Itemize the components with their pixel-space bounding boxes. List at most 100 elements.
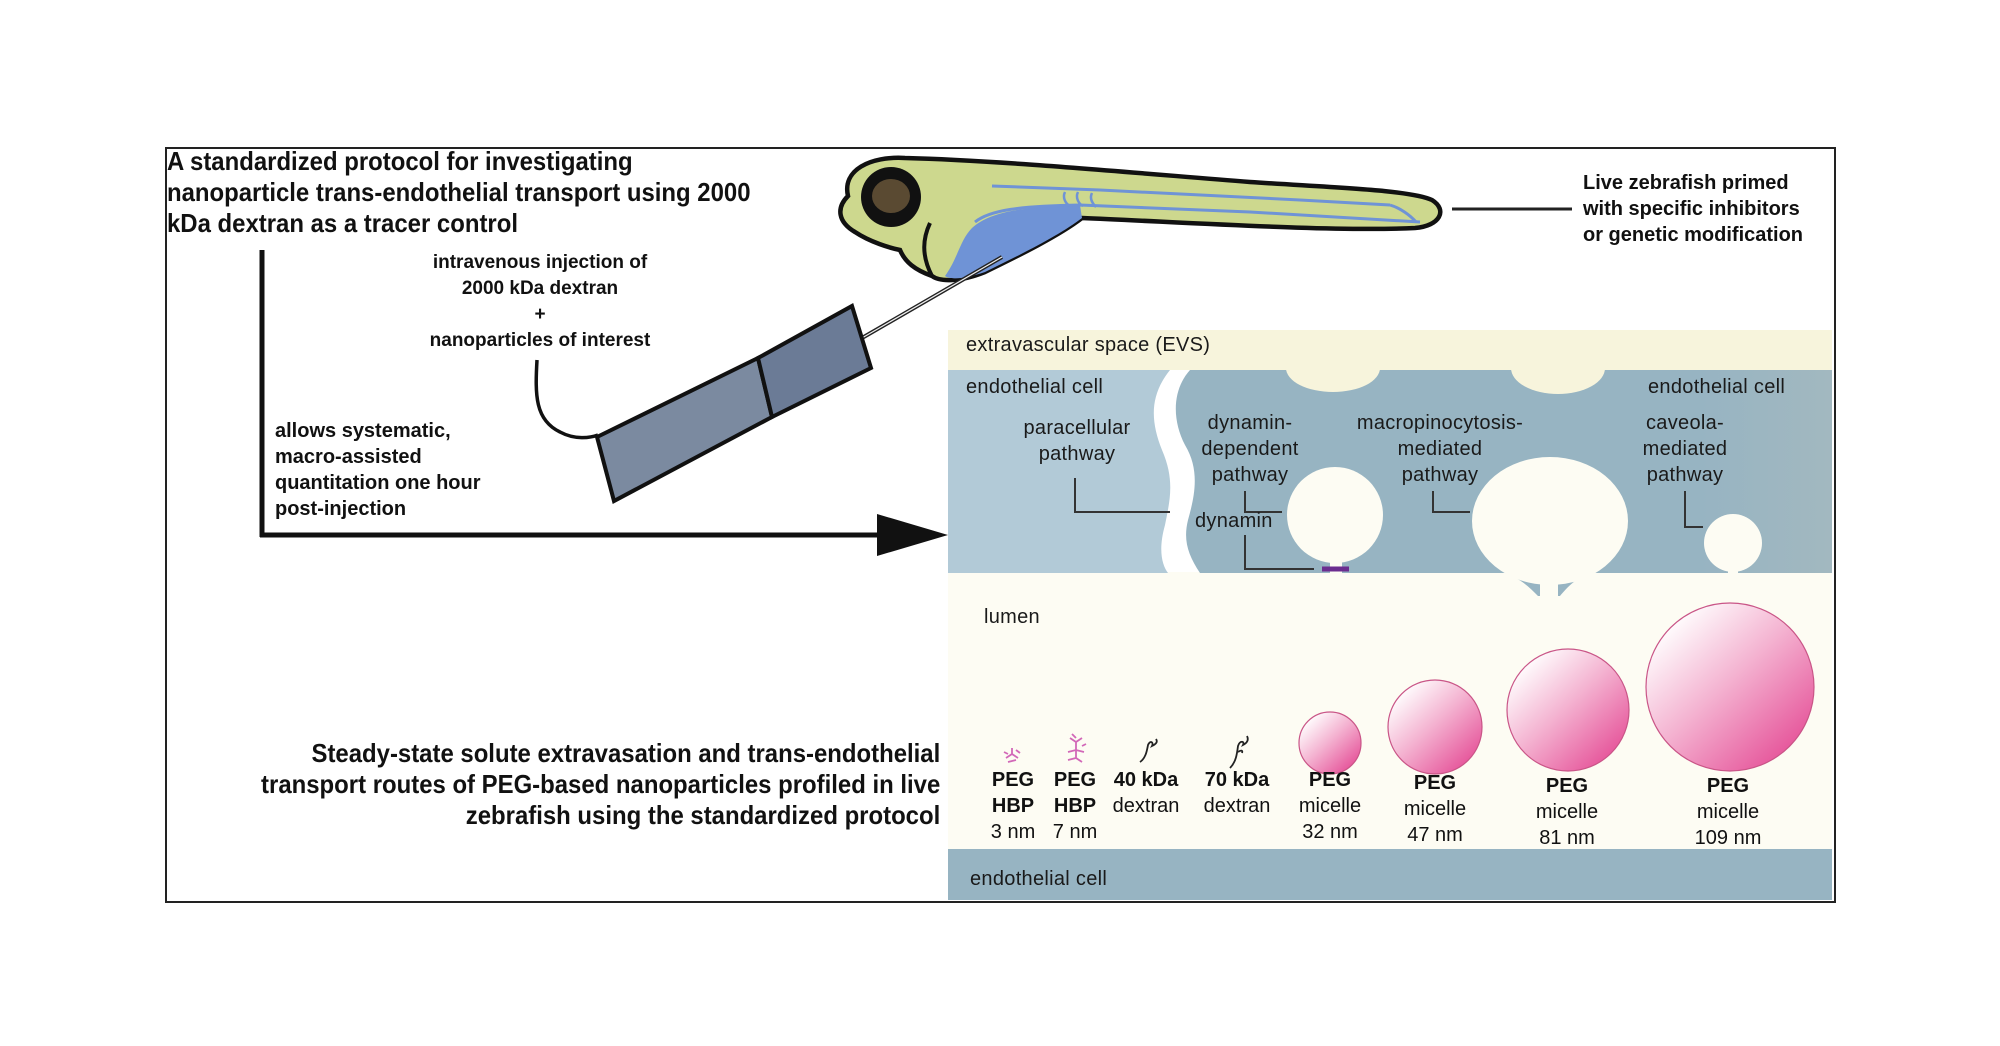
particle-size: 81 nm (1539, 827, 1595, 849)
injection-label-line: intravenous injection of (432, 252, 648, 273)
title-line: kDa dextran as a tracer control (167, 208, 518, 238)
pathway-label-line: caveola- (1646, 412, 1724, 434)
particle-type: HBP (991, 795, 1035, 817)
particle-type: HBP (1053, 795, 1097, 817)
vessel-schematic (948, 330, 1832, 900)
pathway-label-line: pathway (1401, 464, 1479, 486)
pathway-label-line: mediated (1397, 438, 1483, 460)
pathway-label-line: pathway (1211, 464, 1289, 486)
paracellular-leader (1074, 478, 1170, 513)
particle-label-dextran-70kda: 70 kDa dextran (1204, 767, 1271, 819)
quantitation-label: allows systematic, macro-assisted quanti… (275, 418, 481, 522)
particle-name: PEG (1308, 769, 1352, 791)
peg-hbp-7nm-icon (1067, 733, 1087, 763)
particle-type: micelle (1696, 801, 1760, 823)
quantitation-label-line: allows systematic, (275, 420, 451, 442)
plus-sign: + (534, 304, 546, 325)
paracellular-pathway-label: paracellular pathway (1024, 415, 1131, 467)
arrowhead-icon (877, 514, 948, 556)
macropinosome (1472, 457, 1628, 585)
particle-name: 40 kDa (1113, 769, 1179, 791)
particle-type: micelle (1298, 795, 1362, 817)
workflow-arrow (259, 250, 948, 556)
particle-name: PEG (1053, 769, 1097, 791)
membrane-ruffle (1511, 342, 1605, 394)
zebrafish-segmental-vessels (1062, 191, 1097, 208)
dynamin-pathway-leader (1244, 491, 1282, 513)
quantitation-label-line: macro-assisted (275, 446, 422, 468)
zebrafish-yolk-vessel (945, 205, 1082, 279)
zebrafish-label-line: with specific inhibitors (1583, 198, 1800, 220)
particle-label-peg-hbp-3nm: PEG HBP 3 nm (991, 767, 1035, 845)
particle-name: PEG (1706, 775, 1750, 797)
particle-name: 70 kDa (1204, 769, 1270, 791)
evs-region (948, 330, 1832, 370)
endothelial-cell-bottom-label: endothelial cell (970, 868, 1108, 890)
pathway-label-line: mediated (1642, 438, 1728, 460)
title-line: A standardized protocol for investigatin… (167, 146, 633, 176)
pathway-label-line: pathway (1646, 464, 1724, 486)
particle-label-peg-hbp-7nm: PEG HBP 7 nm (1053, 767, 1097, 845)
injection-label-line: nanoparticles of interest (429, 330, 651, 351)
macropinocytosis-pathway-label: macropinocytosis- mediated pathway (1357, 410, 1523, 488)
particle-size: 47 nm (1407, 824, 1463, 846)
particle-size: 32 nm (1302, 821, 1358, 843)
macropinocytosis-leader (1432, 491, 1470, 513)
pathway-label-line: pathway (1038, 443, 1116, 465)
caveola-pathway-label: caveola- mediated pathway (1643, 410, 1728, 488)
membrane-ruffle (1286, 344, 1380, 392)
pathway-label-line: dependent (1201, 438, 1299, 460)
peg-hbp-3nm-icon (1003, 748, 1021, 763)
syringe-illustration (534, 255, 1004, 504)
particle-type: dextran (1112, 795, 1180, 817)
figure-title: A standardized protocol for investigatin… (167, 146, 751, 239)
dextran-70kda-icon (1229, 735, 1249, 769)
zebrafish-tail-vessel (1389, 203, 1418, 223)
endothelial-cell-right-label: endothelial cell (1648, 376, 1786, 398)
particle-type: micelle (1403, 798, 1467, 820)
figure-border (165, 147, 1836, 903)
pathway-label-line: dynamin- (1207, 412, 1293, 434)
injection-label-line: 2000 kDa dextran (461, 278, 619, 299)
particle-type: dextran (1203, 795, 1271, 817)
particle-name: PEG (1545, 775, 1589, 797)
syringe-plunger (755, 303, 874, 420)
caveola-leader (1684, 491, 1703, 528)
micelle-81nm (1506, 648, 1630, 772)
dynamin-protein-leader (1244, 535, 1314, 570)
micelle-109nm (1645, 602, 1815, 772)
micelle-47nm (1387, 679, 1483, 775)
zebrafish-pupil (872, 179, 910, 213)
particle-size: 3 nm (990, 821, 1036, 843)
summary-text: Steady-state solute extravasation and tr… (261, 738, 940, 831)
syringe-barrel (594, 355, 775, 504)
summary-line: transport routes of PEG-based nanopartic… (260, 769, 940, 799)
zebrafish-label-line: or genetic modification (1583, 224, 1804, 246)
particle-label-micelle-32nm: PEG micelle 32 nm (1299, 767, 1361, 845)
zebrafish-jaw (922, 222, 934, 277)
dynamin-vesicle (1287, 467, 1383, 563)
caveola (1704, 514, 1762, 572)
zebrafish-label-line: Live zebrafish primed (1583, 172, 1789, 194)
summary-line: zebrafish using the standardized protoco… (465, 800, 940, 830)
quantitation-label-line: post-injection (275, 498, 407, 520)
zebrafish-illustration (838, 155, 1572, 283)
micelle-32nm (1298, 711, 1362, 775)
dextran-40kda-icon (1139, 738, 1158, 763)
particle-label-dextran-40kda: 40 kDa dextran (1113, 767, 1180, 819)
endothelial-cell-left (948, 370, 1171, 573)
particle-size: 109 nm (1694, 827, 1762, 849)
particle-label-micelle-47nm: PEG micelle 47 nm (1404, 770, 1466, 848)
evs-label: extravascular space (EVS) (966, 334, 1211, 356)
particle-name: PEG (1413, 772, 1457, 794)
dynamin-protein-label: dynamin (1195, 510, 1273, 532)
pathway-label-line: macropinocytosis- (1356, 412, 1524, 434)
dynamin-pathway-label: dynamin- dependent pathway (1201, 410, 1298, 488)
particle-type: micelle (1535, 801, 1599, 823)
endothelial-cell-bottom (948, 849, 1832, 900)
lumen-label: lumen (984, 606, 1040, 628)
zebrafish-label: Live zebrafish primed with specific inhi… (1583, 170, 1803, 248)
summary-line: Steady-state solute extravasation and tr… (311, 738, 941, 768)
particle-name: PEG (991, 769, 1035, 791)
